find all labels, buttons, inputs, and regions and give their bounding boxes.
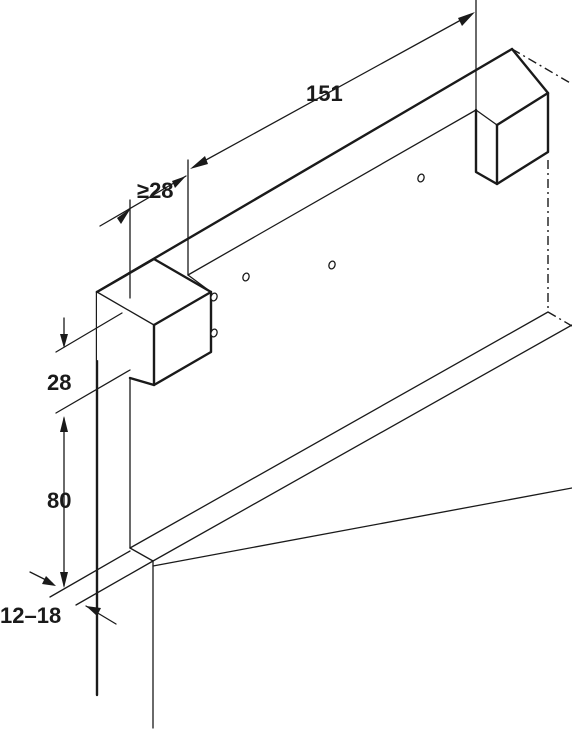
rail-corner — [129, 547, 154, 562]
dimension-label-min-offset: ≥28 — [137, 178, 174, 203]
right-block-side-face — [476, 110, 497, 184]
panel-holes — [242, 173, 425, 282]
extension-line — [55, 312, 123, 353]
arrowhead — [42, 576, 56, 586]
right-block-front-face — [497, 93, 548, 184]
left-block-notch — [187, 274, 212, 293]
arrowhead — [190, 156, 208, 169]
arrowhead — [458, 12, 475, 26]
arrowhead — [60, 334, 68, 348]
dimension-block-height: 28 — [47, 312, 131, 414]
rail-front-edge — [152, 324, 572, 562]
arrowhead — [117, 208, 131, 224]
rail-lower-edge — [152, 487, 572, 567]
right-mounting-block — [474, 47, 550, 186]
right-block-top-front-edge — [495, 91, 550, 127]
extension-line — [75, 560, 154, 606]
left-block-left-edge — [96, 291, 155, 326]
dimension-label-height: 80 — [47, 488, 71, 513]
right-block-inner-edge — [475, 109, 498, 126]
screw-hole — [210, 292, 218, 302]
dimension-line — [99, 175, 187, 227]
dimension-label-block-height: 28 — [47, 370, 71, 395]
dimension-label-length: 151 — [306, 81, 343, 106]
screw-hole — [417, 173, 425, 183]
arrowhead — [172, 176, 186, 188]
right-block-outline — [474, 47, 550, 186]
rail-top-edge — [129, 311, 549, 549]
left-block-front-face — [154, 292, 211, 385]
extension-line — [49, 550, 131, 598]
extension-line — [55, 369, 131, 414]
screw-hole — [210, 328, 218, 338]
screw-hole — [328, 260, 336, 270]
panel-inner-top-edge — [187, 109, 477, 276]
dimension-panel-thickness: 12–18 — [0, 560, 154, 628]
dimension-height: 80 — [47, 416, 131, 598]
panel-top-edge — [95, 47, 514, 294]
left-block-top-front-edge — [152, 290, 213, 327]
panel-hidden-edge-bottom — [547, 311, 572, 327]
panel-hidden-edge-right — [511, 48, 572, 85]
dimension-label-panel-thickness: 12–18 — [0, 603, 61, 628]
screw-hole — [242, 272, 250, 282]
dimension-line — [194, 14, 471, 167]
arrowhead — [86, 606, 101, 616]
left-block-outline — [95, 257, 213, 387]
dimension-min-offset: ≥28 — [99, 175, 187, 299]
dimension-length: 151 — [187, 0, 477, 276]
left-mounting-block — [95, 257, 218, 387]
arrowhead — [60, 572, 68, 588]
left-block-side-face — [97, 292, 154, 385]
arrowhead — [60, 416, 68, 432]
